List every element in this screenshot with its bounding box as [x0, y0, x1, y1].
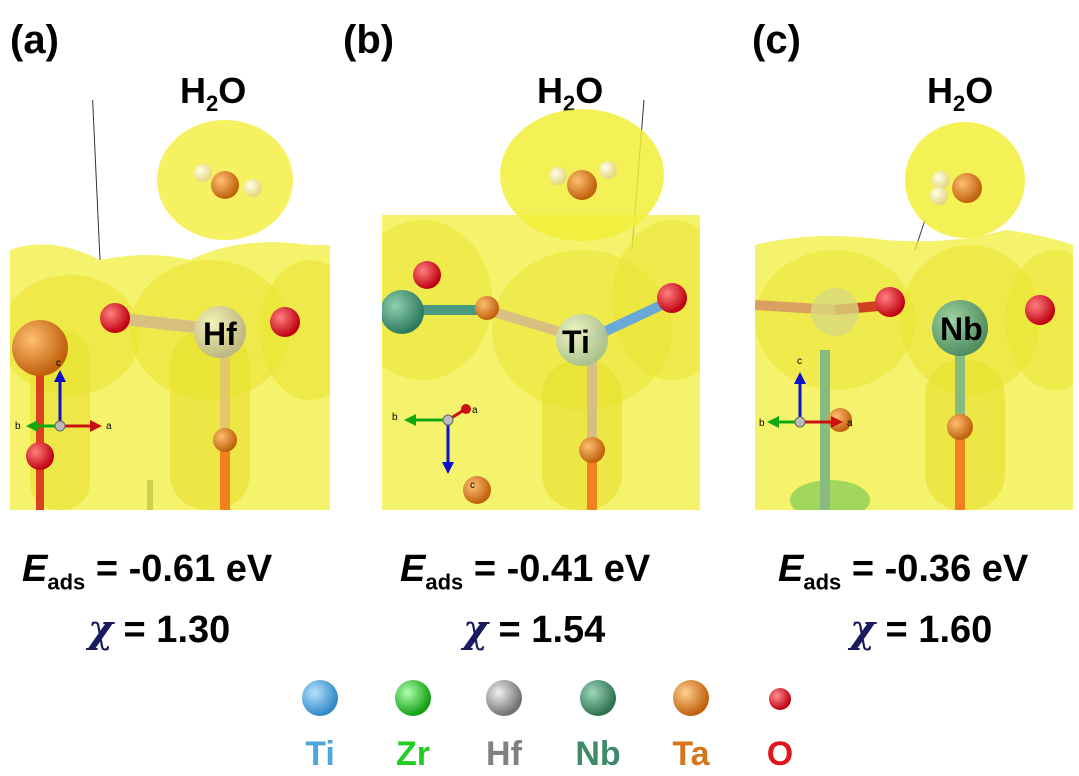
legend-o-ball	[769, 688, 791, 710]
svg-text:a: a	[472, 405, 478, 416]
panel-a-structure: Hf c a b	[10, 100, 330, 510]
svg-text:c: c	[797, 356, 802, 367]
svg-text:c: c	[470, 480, 475, 491]
legend-nb-ball	[580, 680, 616, 716]
svg-text:c: c	[56, 358, 61, 369]
legend-ta-ball	[673, 680, 709, 716]
center-atom-label-hf: Hf	[203, 316, 237, 352]
panel-a-electronegativity: χ = 1.30	[88, 606, 231, 651]
panel-b-molecule-label: H2O	[537, 70, 604, 117]
panel-c-electronegativity: χ = 1.60	[850, 606, 993, 651]
panel-a-label: (a)	[10, 18, 59, 62]
panel-c-adsorption-energy: Eads = -0.36 eV	[778, 548, 1029, 595]
legend-nb-label: Nb	[575, 735, 621, 773]
center-atom-label-ti: Ti	[562, 324, 590, 360]
panel-b-adsorption-energy: Eads = -0.41 eV	[400, 548, 651, 595]
panel-b-electronegativity: χ = 1.54	[463, 606, 606, 651]
svg-text:a: a	[106, 421, 112, 432]
panel-a-molecule-label: H2O	[180, 70, 247, 117]
legend-hf-label: Hf	[486, 735, 522, 773]
legend-ti-label: Ti	[305, 735, 335, 773]
panel-b-structure: Ti a b c	[382, 100, 700, 510]
panel-a-adsorption-energy: Eads = -0.61 eV	[22, 548, 273, 595]
legend-hf-ball	[486, 680, 522, 716]
panel-c-label: (c)	[752, 18, 801, 62]
center-atom-label-nb: Nb	[940, 311, 983, 347]
legend-ta-label: Ta	[672, 735, 710, 773]
legend-ti-ball	[302, 680, 338, 716]
legend-zr-ball	[395, 680, 431, 716]
svg-text:b: b	[15, 421, 21, 432]
svg-text:b: b	[392, 412, 398, 423]
panel-c-molecule-label: H2O	[927, 70, 994, 117]
panel-c-structure: Nb c a b	[755, 122, 1073, 510]
panel-b-label: (b)	[343, 18, 395, 62]
legend-zr-label: Zr	[396, 735, 430, 773]
svg-text:a: a	[847, 418, 853, 429]
svg-text:b: b	[759, 418, 765, 429]
legend-o-label: O	[766, 735, 794, 773]
